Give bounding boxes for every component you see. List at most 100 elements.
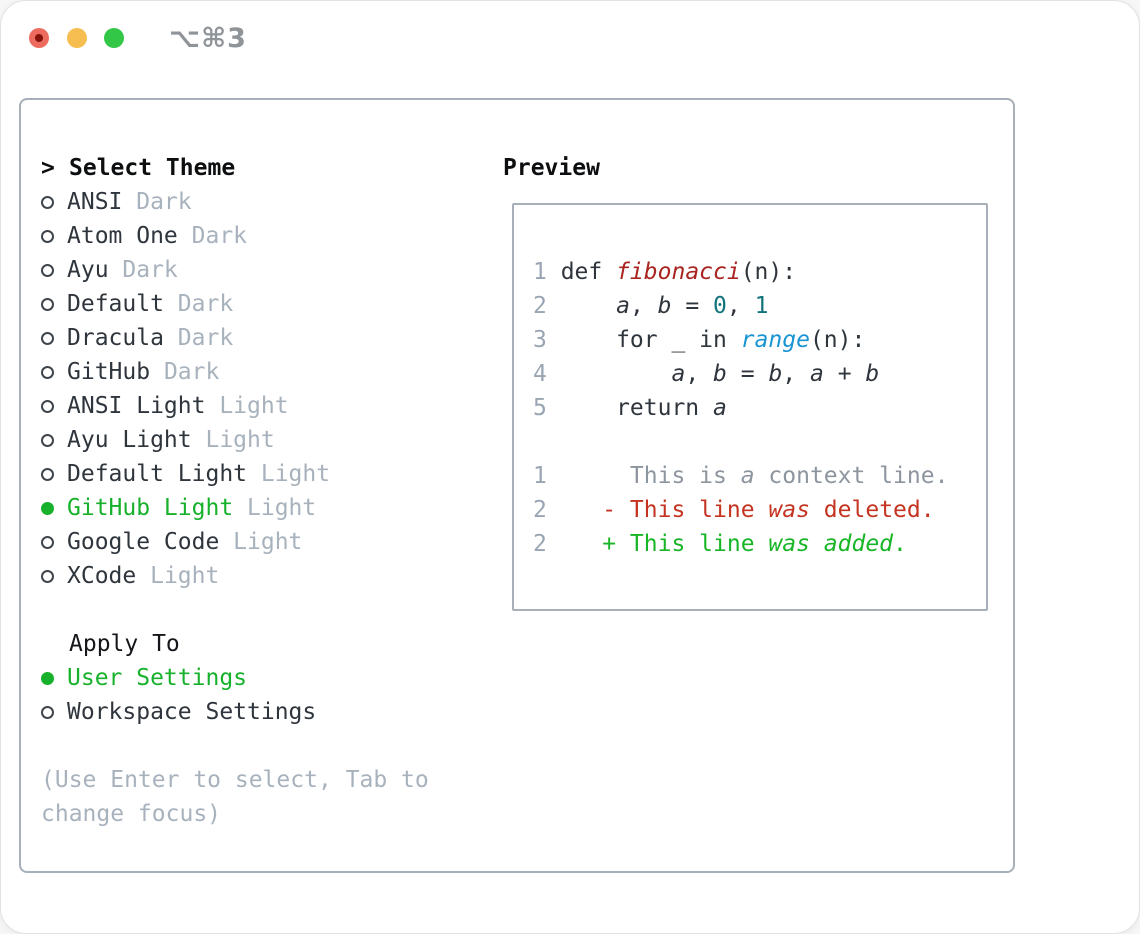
- code-token-add: .: [893, 531, 907, 557]
- theme-name: Default Light: [67, 461, 248, 487]
- code-line: [533, 425, 948, 459]
- select-theme-header: > Select Theme: [41, 151, 330, 185]
- code-line: 2 a, b = 0, 1: [533, 289, 948, 323]
- apply-option-label: User Settings: [67, 665, 248, 691]
- code-token-var: a: [713, 395, 727, 421]
- code-token-plain: (n):: [740, 259, 797, 285]
- code-token-plain: +: [823, 361, 866, 387]
- prompt-caret-icon: >: [41, 155, 55, 181]
- radio-circle-icon: [41, 331, 54, 345]
- code-token-plain: [561, 293, 616, 319]
- theme-name: Dracula: [67, 325, 164, 351]
- theme-option-ansi-light[interactable]: ANSI Light Light: [41, 389, 330, 423]
- radio-circle-icon: [41, 263, 54, 277]
- radio-circle-icon: [41, 671, 54, 685]
- theme-variant-label: Dark: [122, 257, 178, 283]
- code-line: 1 This is a context line.: [533, 459, 948, 493]
- radio-circle-icon: [41, 467, 54, 481]
- code-token-plain: ,: [685, 361, 714, 387]
- code-line: 3 for _ in range(n):: [533, 323, 948, 357]
- radio-circle-icon: [41, 569, 54, 583]
- theme-variant-label: Light: [247, 495, 317, 521]
- line-number: 1: [533, 463, 547, 489]
- code-token-add: + This line: [560, 531, 769, 557]
- theme-variant-label: Dark: [177, 291, 234, 317]
- theme-variant-label: Dark: [177, 325, 234, 351]
- radio-circle-icon: [41, 433, 54, 447]
- hint-line-1: (Use Enter to select, Tab to: [41, 767, 429, 793]
- code-token-var: a: [810, 361, 824, 387]
- theme-name: Ayu: [67, 257, 109, 283]
- theme-variant-label: Dark: [136, 189, 192, 215]
- theme-option-dracula[interactable]: Dracula Dark: [41, 321, 330, 355]
- apply-to-header: Apply To: [69, 631, 180, 657]
- code-token-func: fibonacci: [616, 259, 741, 285]
- theme-name: XCode: [67, 563, 137, 589]
- code-token-del-i: was: [768, 497, 810, 523]
- code-token-ctx: context line.: [754, 463, 949, 489]
- code-token-num: 0: [713, 293, 727, 319]
- theme-variant-label: Light: [260, 461, 331, 487]
- theme-variant-label: Light: [233, 529, 303, 555]
- radio-circle-icon: [41, 535, 54, 549]
- theme-variant-label: Dark: [163, 359, 220, 385]
- theme-variant-label: Light: [205, 427, 275, 453]
- theme-name: ANSI: [67, 189, 123, 215]
- theme-option-ansi[interactable]: ANSI Dark: [41, 185, 330, 219]
- apply-option-user-settings[interactable]: User Settings: [41, 661, 316, 695]
- minimize-button[interactable]: [67, 28, 87, 48]
- line-number: 1: [533, 259, 547, 285]
- code-line: 5 return a: [533, 391, 948, 425]
- code-token-plain: (n):: [809, 327, 866, 353]
- radio-circle-icon: [41, 365, 54, 379]
- code-line: 4 a, b = b, a + b: [533, 357, 948, 391]
- theme-variant-label: Light: [219, 393, 289, 419]
- line-number: 4: [533, 361, 547, 387]
- code-line: 2 - This line was deleted.: [533, 493, 948, 527]
- radio-circle-icon: [41, 195, 54, 209]
- apply-option-workspace-settings[interactable]: Workspace Settings: [41, 695, 316, 729]
- line-number: 2: [533, 293, 547, 319]
- maximize-button[interactable]: [104, 28, 124, 48]
- theme-name: GitHub: [67, 359, 151, 385]
- code-token-var: b: [768, 361, 783, 387]
- keyboard-hint: (Use Enter to select, Tab to change focu…: [41, 763, 429, 831]
- theme-option-google-code[interactable]: Google Code Light: [41, 525, 330, 559]
- close-button[interactable]: [29, 28, 49, 48]
- theme-name: ANSI Light: [67, 393, 206, 419]
- code-token-plain: ,: [726, 293, 755, 319]
- select-theme-title: Select Theme: [69, 155, 236, 181]
- radio-circle-icon: [41, 705, 54, 719]
- line-number: 2: [533, 531, 547, 557]
- theme-option-ayu[interactable]: Ayu Dark: [41, 253, 330, 287]
- apply-to-section: Apply To User Settings Workspace Setting…: [41, 627, 316, 729]
- theme-option-github[interactable]: GitHub Dark: [41, 355, 330, 389]
- code-token-del: - This line: [560, 497, 769, 523]
- line-number: 5: [533, 395, 547, 421]
- code-token-var: b: [657, 293, 672, 319]
- theme-name: Google Code: [67, 529, 220, 555]
- theme-name: Ayu Light: [67, 427, 192, 453]
- code-token-ctx: This is: [560, 463, 741, 489]
- close-dot-icon: [35, 34, 43, 42]
- radio-circle-icon: [41, 399, 54, 413]
- code-token-builtin: range: [740, 327, 810, 353]
- titlebar: ⌥⌘3: [1, 1, 1139, 75]
- code-token-var: a: [671, 361, 686, 387]
- code-token-plain: return: [560, 395, 714, 421]
- code-token-del: deleted.: [809, 497, 935, 523]
- theme-option-ayu-light[interactable]: Ayu Light Light: [41, 423, 330, 457]
- code-token-plain: [561, 361, 672, 387]
- code-token-plain: def: [560, 259, 617, 285]
- theme-option-default-light[interactable]: Default Light Light: [41, 457, 330, 491]
- code-line: 1 def fibonacci(n):: [533, 255, 948, 289]
- code-token-var: a: [616, 293, 630, 319]
